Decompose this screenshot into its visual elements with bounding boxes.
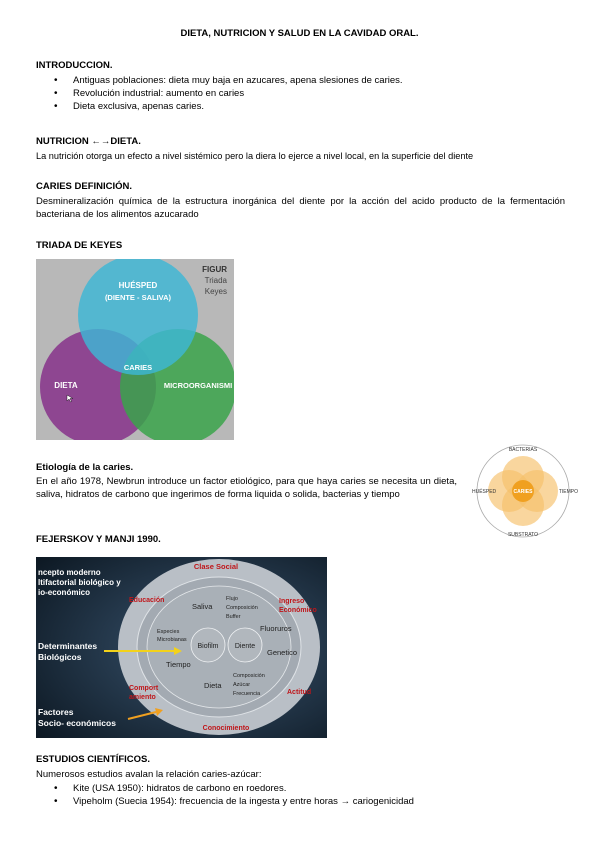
etiologia-text: En el año 1978, Newbrun introduce un fac… <box>36 476 457 500</box>
fej-actitud: Actitud <box>287 689 311 696</box>
list-item: Dieta exclusiva, apenas caries. <box>36 100 576 113</box>
newbrun-center-label: CARIES <box>514 489 534 495</box>
keyes-heading: TRIADA DE KEYES <box>36 240 123 251</box>
fej-determinantes-2: Biológicos <box>38 652 82 662</box>
cursor-icon <box>66 394 74 403</box>
nutricion-text: La nutrición otorga un efecto a nivel si… <box>36 151 474 161</box>
fej-factores-2: Socio- económicos <box>38 718 116 728</box>
fej-factores-1: Factores <box>38 707 74 717</box>
fej-dieta-composicion: Composición <box>233 673 265 679</box>
list-item: Kite (USA 1950): hidratos de carbono en … <box>36 782 576 795</box>
newbrun-bottom-label: SUBSTRATO <box>508 532 538 538</box>
arrow-right-icon <box>174 647 182 655</box>
caries-text: Desmineralización química de la estructu… <box>36 196 565 220</box>
fejerskov-diagram: ncepto moderno ltifactorial biológico y … <box>36 557 327 738</box>
newbrun-diagram: BACTERIAS HUÉSPED TIEMPO SUBSTRATO CARIE… <box>472 444 578 538</box>
intro-list: Antiguas poblaciones: dieta muy baja en … <box>36 74 576 113</box>
etiologia-heading: Etiología de la caries. <box>36 462 134 473</box>
fej-diente: Diente <box>235 643 255 650</box>
list-item: Vipeholm (Suecia 1954): frecuencia de la… <box>36 795 576 808</box>
keyes-host-label: HUÉSPED <box>119 281 158 290</box>
intro-heading: INTRODUCCION. <box>36 60 113 71</box>
newbrun-top-label: BACTERIAS <box>509 447 538 453</box>
fej-microbianas: Microbianas <box>157 637 187 643</box>
arrow-right-icon <box>155 708 163 716</box>
fej-comport: Comport <box>129 685 159 692</box>
caries-heading: CARIES DEFINICIÓN. <box>36 181 133 192</box>
estudios-list: Kite (USA 1950): hidratos de carbono en … <box>36 782 576 808</box>
newbrun-left-label: HUÉSPED <box>472 488 497 495</box>
fej-fluoruros: Fluoruros <box>260 624 292 633</box>
fej-dieta: Dieta <box>204 681 222 690</box>
fejerskov-heading: FEJERSKOV Y MANJI 1990. <box>36 534 161 545</box>
keyes-diet-label: DIETA <box>54 381 78 390</box>
fej-orange-arrow-line <box>127 711 157 720</box>
fej-azucar: Azúcar <box>233 682 250 688</box>
keyes-caption-2: Triada <box>205 276 228 285</box>
nutricion-heading: NUTRICION ←→DIETA. <box>36 136 141 147</box>
keyes-host-sublabel: (DIENTE - SALIVA) <box>105 293 172 302</box>
fej-determinantes-1: Determinantes <box>38 641 97 651</box>
fej-ingreso: Ingreso <box>279 598 304 605</box>
list-item: Revolución industrial: aumento en caries <box>36 87 576 100</box>
list-item: Antiguas poblaciones: dieta muy baja en … <box>36 74 576 87</box>
page-title: DIETA, NUTRICION Y SALUD EN LA CAVIDAD O… <box>180 28 419 39</box>
nutricion-heading-left: NUTRICION <box>36 136 92 147</box>
fej-especies: Especies <box>157 629 180 635</box>
fej-buffer: Buffer <box>226 614 241 620</box>
fej-flujo: Flujo <box>226 596 238 602</box>
estudios-intro: Numerosos estudios avalan la relación ca… <box>36 769 262 780</box>
nutricion-heading-right: DIETA. <box>110 136 141 147</box>
keyes-micro-label: MICROORGANISMI <box>164 381 232 390</box>
fej-conocimiento: Conocimiento <box>203 725 250 732</box>
double-arrow-icon: ←→ <box>91 136 111 147</box>
keyes-caption-1: FIGUR <box>202 265 227 274</box>
fej-amiento: amiento <box>129 694 156 701</box>
fej-frecuencia: Frecuencia <box>233 691 261 697</box>
estudios-heading: ESTUDIOS CIENTÍFICOS. <box>36 754 151 765</box>
fej-educacion: Educación <box>129 597 164 604</box>
newbrun-right-label: TIEMPO <box>559 489 578 495</box>
fej-economico: Económico <box>279 607 317 614</box>
fej-genetico: Genetico <box>267 648 297 657</box>
fej-biofilm: Biofilm <box>197 643 218 650</box>
fej-tiempo: Tiempo <box>166 660 191 669</box>
fej-left-text-2: ltifactorial biológico y <box>38 578 121 587</box>
keyes-caption-3: Keyes <box>205 287 227 296</box>
fej-left-text-1: ncepto moderno <box>38 568 101 577</box>
fej-saliva: Saliva <box>192 602 213 611</box>
fej-clase-social: Clase Social <box>194 562 238 571</box>
fej-left-text-3: io-económico <box>38 588 90 597</box>
fej-composicion: Composición <box>226 605 258 611</box>
keyes-center-label: CARIES <box>124 363 152 372</box>
keyes-venn-diagram: FIGUR Triada Keyes HUÉSPED (DIENTE - SAL… <box>36 259 234 440</box>
